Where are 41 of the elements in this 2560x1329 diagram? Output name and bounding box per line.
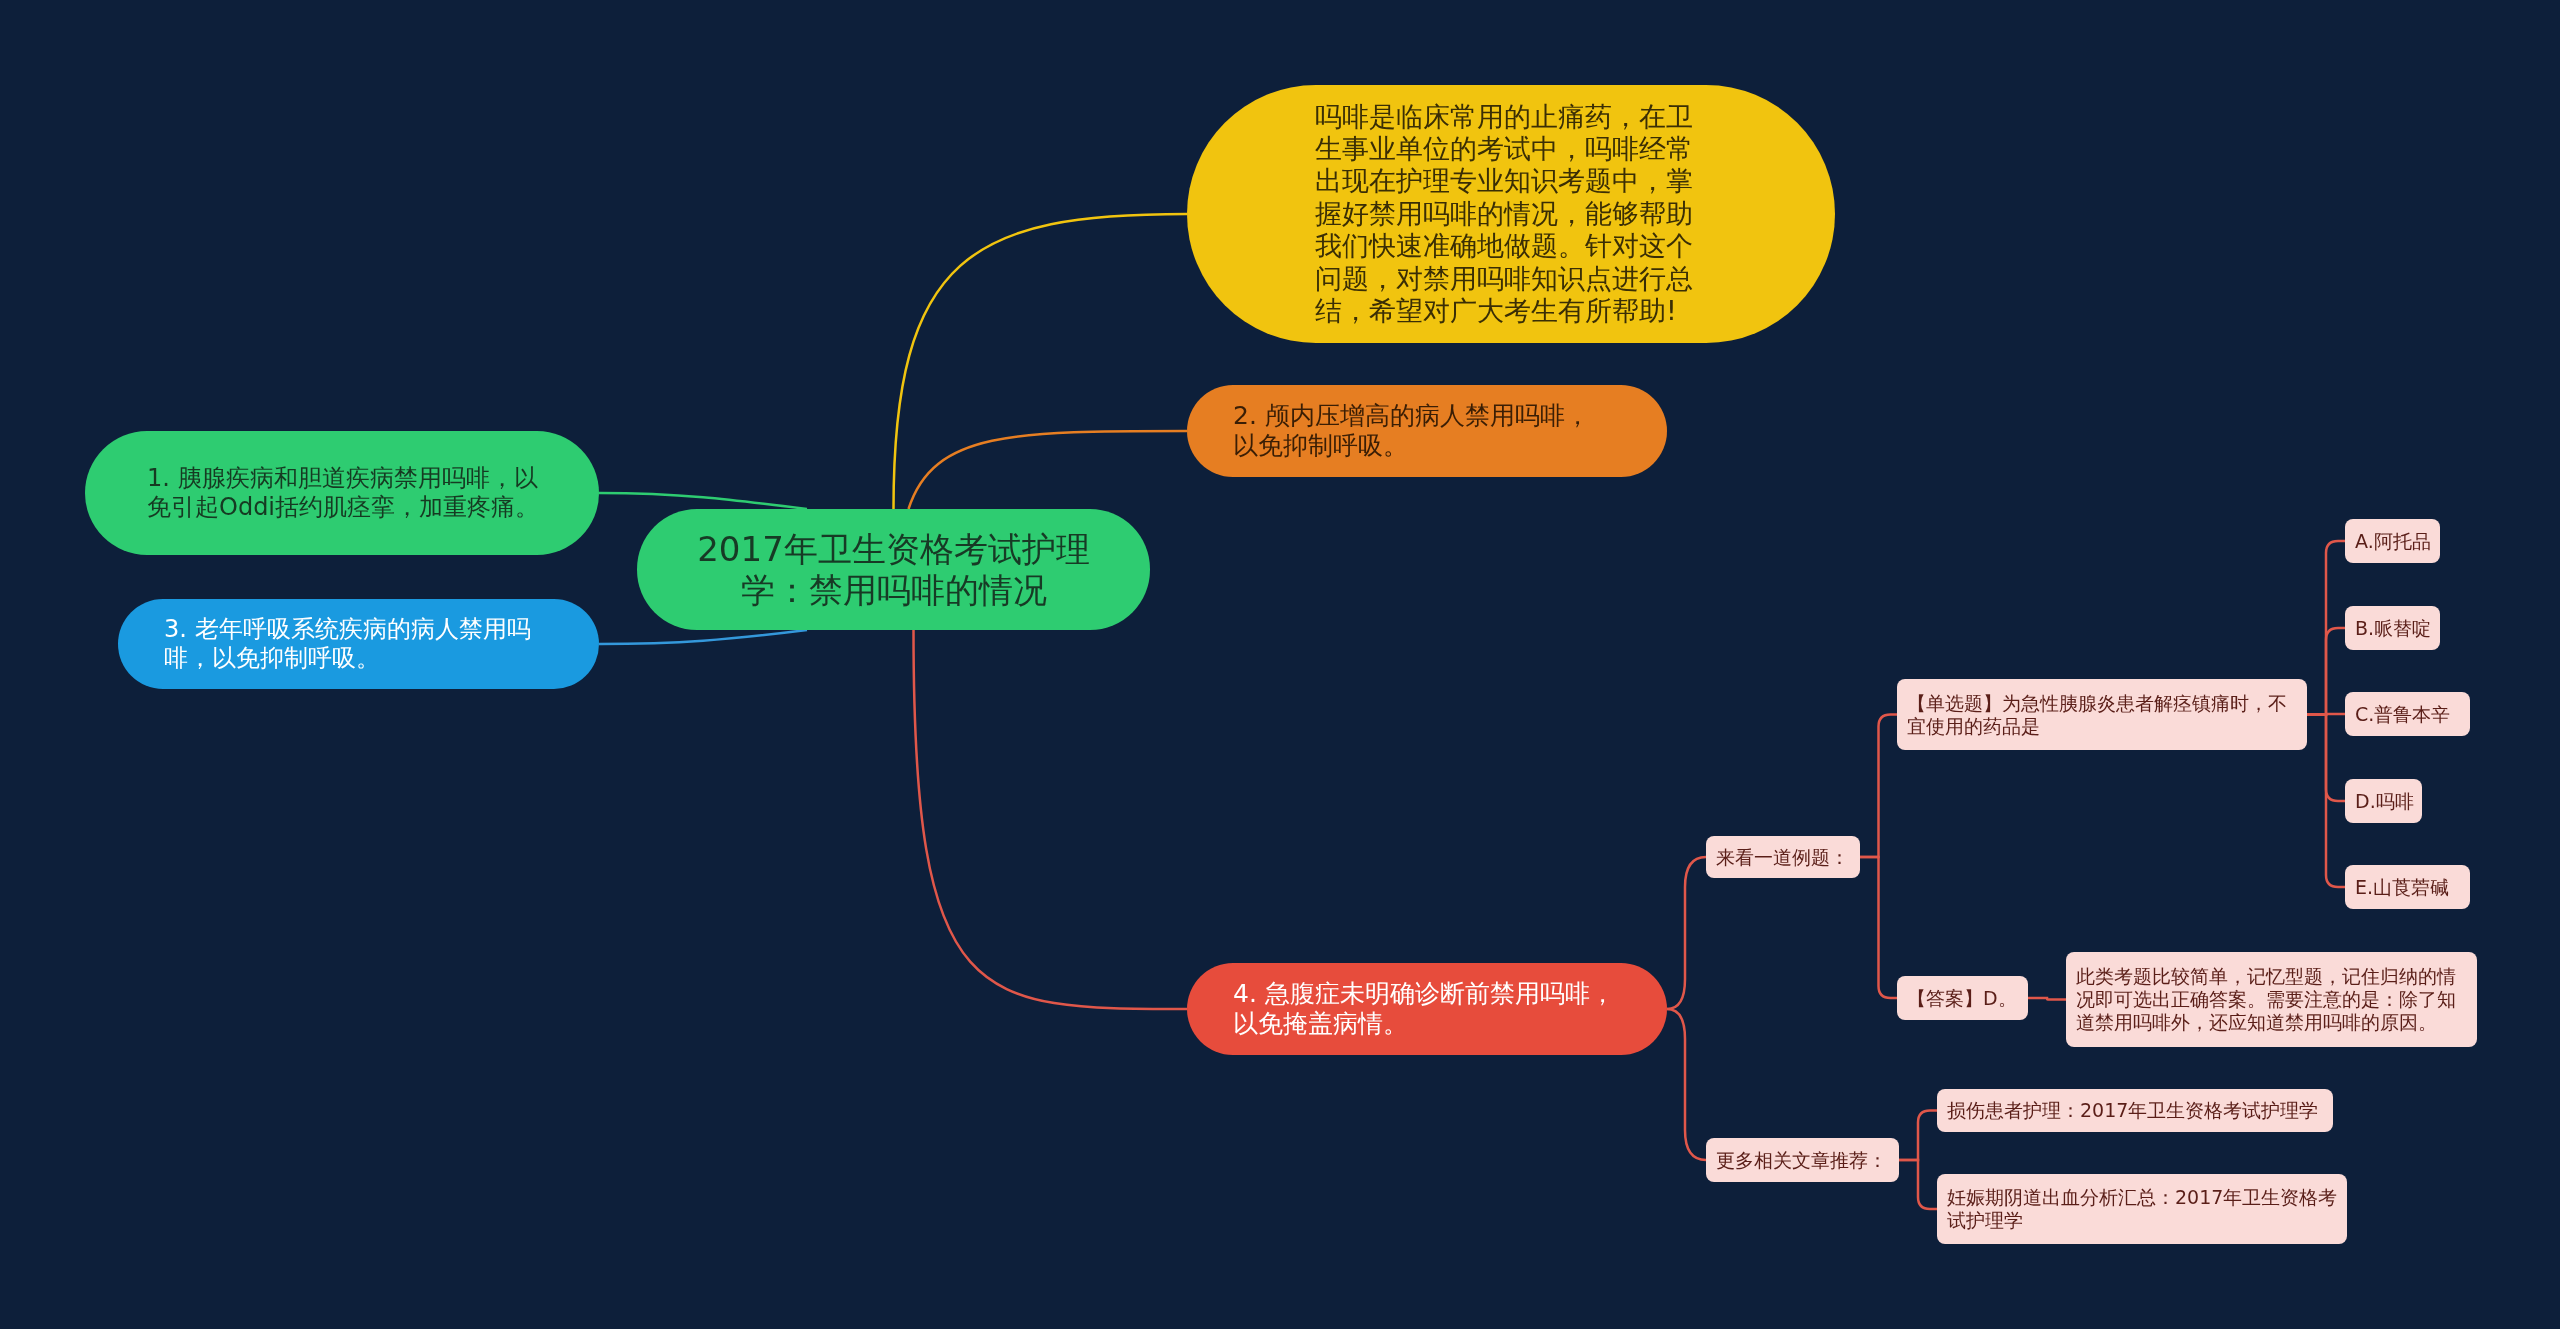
subtopic-box <box>1897 679 2307 750</box>
connector-line <box>892 212 1188 510</box>
topic-text: 2. 颅内压增高的病人禁用吗啡，以免抑制呼吸。 <box>1233 401 1591 461</box>
subtopic-text: 更多相关文章推荐： <box>1716 1148 1887 1172</box>
subtopic-box <box>1706 836 1860 878</box>
subtopic-text: 【单选题】为急性胰腺炎患者解痉镇痛时，不宜使用的药品是 <box>1907 691 2288 738</box>
subtopic-text: 来看一道例题： <box>1716 845 1849 869</box>
connector-line <box>1666 1007 1707 1162</box>
subtopic-text: 损伤患者护理：2017年卫生资格考试护理学 <box>1947 1099 2319 1122</box>
connector-line <box>599 491 808 511</box>
topic-text: 吗啡是临床常用的止痛药，在卫生事业单位的考试中，吗啡经常出现在护理专业知识考题中，掌握好禁用吗啡的情况，能够帮助我们快速准确地做题。针对这个问题，对禁用吗啡知识点进行总结，希望对广大考生有所帮助! <box>1315 100 1694 328</box>
subtopic-box <box>2345 606 2440 650</box>
topic-text: 3. 老年呼吸系统疾病的病人禁用吗啡，以免抑制呼吸。 <box>164 615 532 673</box>
subtopic-text: B.哌替啶 <box>2355 616 2432 640</box>
subtopic-text: E.山莨菪碱 <box>2355 875 2450 899</box>
subtopic-box <box>2345 519 2440 563</box>
topic-text: 1. 胰腺疾病和胆道疾病禁用吗啡，以免引起Oddi括约肌痉挛，加重疼痛。 <box>147 464 541 522</box>
subtopic-text: A.阿托品 <box>2355 529 2431 553</box>
connector-line <box>907 429 1187 510</box>
subtopic-box <box>2066 952 2477 1047</box>
subtopic-box <box>2345 779 2422 823</box>
subtopic-box <box>1706 1138 1899 1182</box>
connector-line <box>2307 713 2345 889</box>
subtopic-text: C.普鲁本辛 <box>2355 702 2451 726</box>
connector-line <box>1860 855 1897 1000</box>
topic-text: 4. 急腹症未明确诊断前禁用吗啡，以免掩盖病情。 <box>1233 979 1616 1039</box>
subtopic-box <box>2345 865 2470 909</box>
subtopic-text: D.吗啡 <box>2355 789 2414 813</box>
connector-line <box>1899 1158 1937 1211</box>
subtopic-box <box>1937 1174 2347 1244</box>
subtopic-text: 【答案】D。 <box>1907 986 2017 1010</box>
subtopic-box <box>1897 976 2028 1020</box>
connector-line <box>1666 855 1707 1011</box>
subtopic-box <box>1937 1089 2333 1132</box>
subtopic-text: 此类考题比较简单，记忆型题，记住归纳的情况即可选出正确答案。需要注意的是：除了知道禁用吗啡外，还应知道禁用吗啡的原因。 <box>2076 965 2457 1034</box>
connector-line <box>2028 996 2066 1001</box>
connector-line <box>599 628 808 646</box>
connector-line <box>912 630 1187 1011</box>
subtopic-text: 妊娠期阴道出血分析汇总：2017年卫生资格考试护理学 <box>1947 1186 2339 1232</box>
central-topic-text: 2017年卫生资格考试护理学：禁用吗啡的情况 <box>697 528 1090 611</box>
subtopic-box <box>2345 692 2470 736</box>
